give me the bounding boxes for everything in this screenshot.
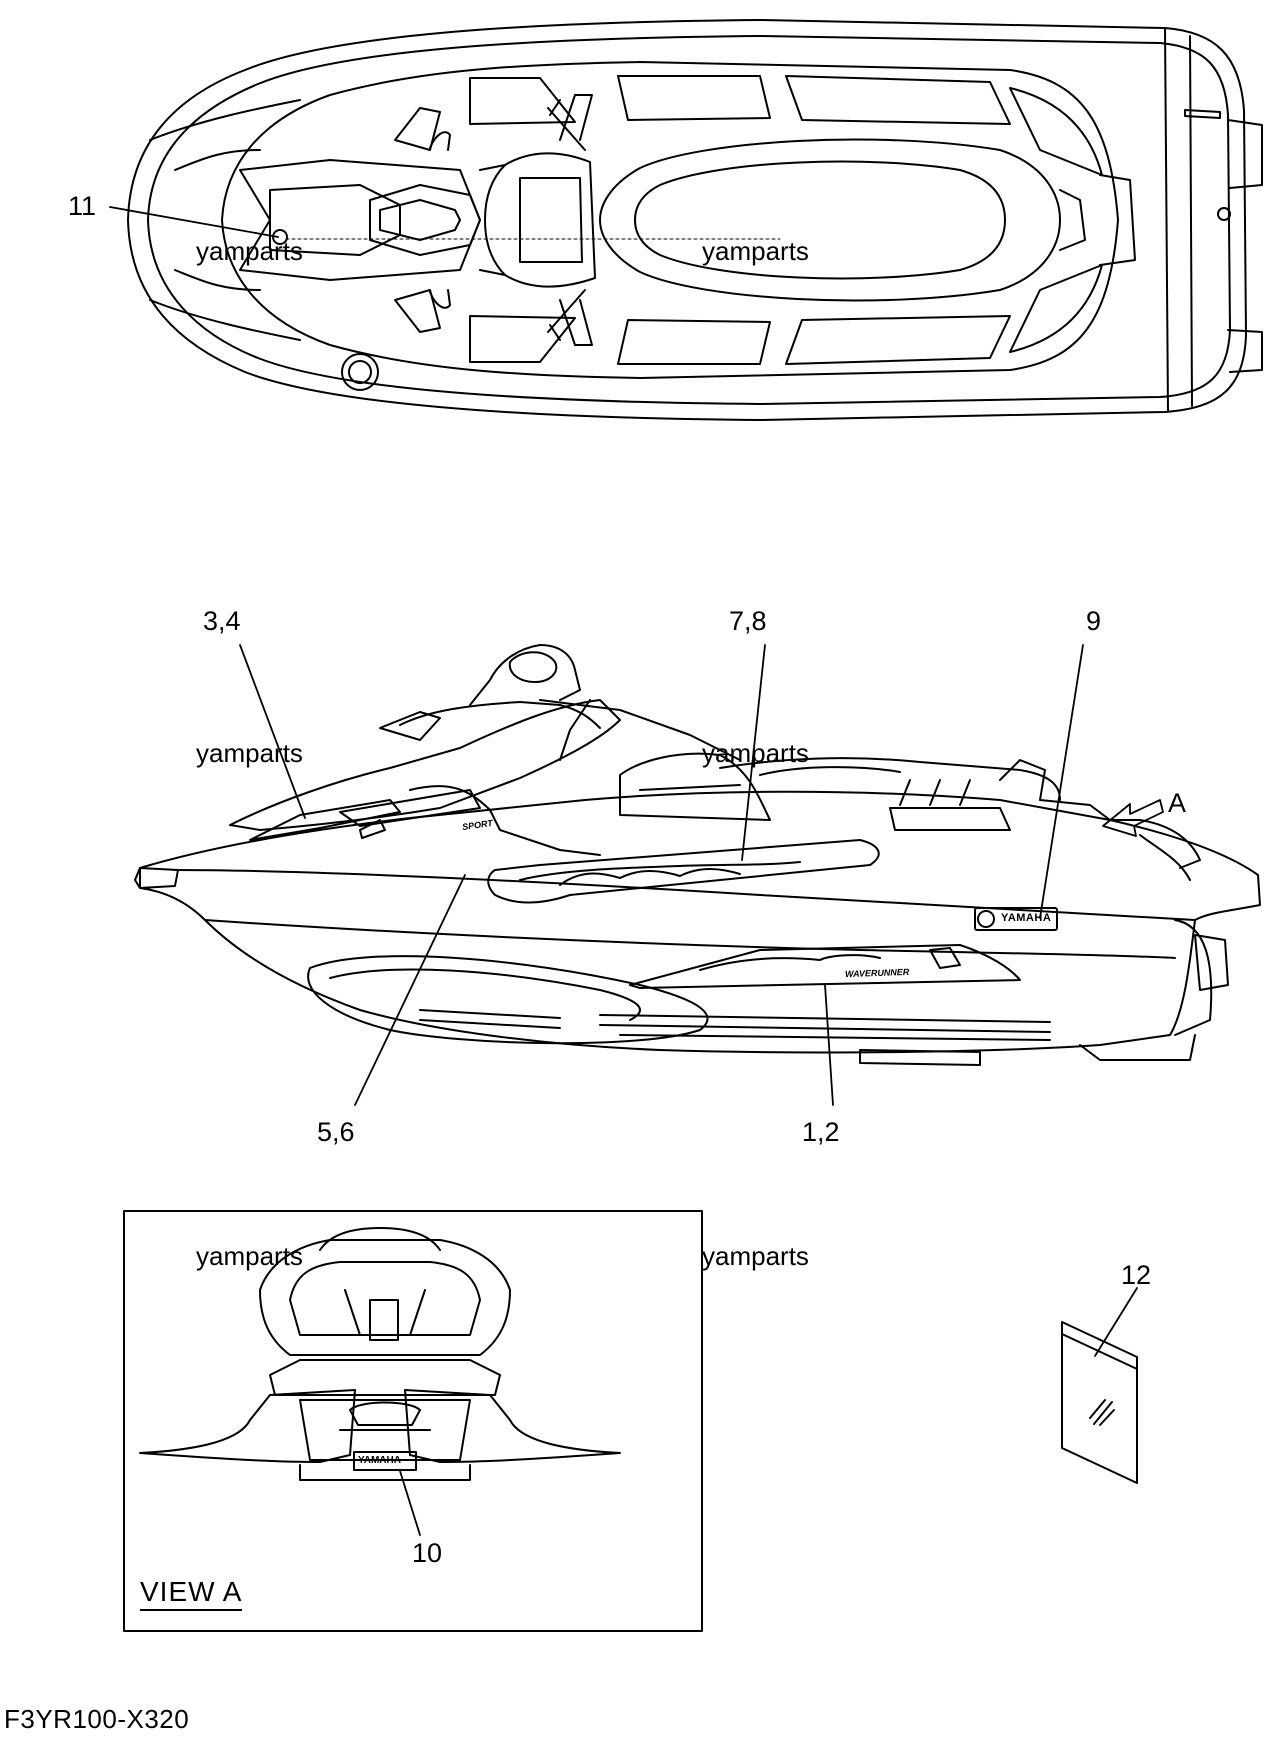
view-a-inset-frame xyxy=(123,1210,703,1632)
callout-11: 11 xyxy=(68,191,97,221)
callout-5-6: 5,6 xyxy=(317,1117,355,1147)
view-a-title: VIEW A xyxy=(140,1578,243,1611)
callout-9: 9 xyxy=(1086,606,1102,636)
callout-12: 12 xyxy=(1121,1260,1152,1290)
view-a-arrow-label: A xyxy=(1168,788,1187,818)
watermark: yamparts xyxy=(196,1241,303,1271)
figure-code: F3YR100-X320 xyxy=(4,1704,190,1734)
side-view-watercraft xyxy=(134,644,1261,1066)
watermark: yamparts xyxy=(702,236,809,266)
callout-7-8: 7,8 xyxy=(729,606,767,636)
watermark: yamparts xyxy=(702,1241,809,1271)
watermark: yamparts xyxy=(702,738,809,768)
sticker-12-drawing xyxy=(1061,1321,1138,1484)
watermark: yamparts xyxy=(196,236,303,266)
callout-3-4: 3,4 xyxy=(203,606,241,636)
yamaha-rear-decal-text: YAMAHA xyxy=(358,1455,401,1466)
top-view-watercraft xyxy=(127,19,1263,421)
watermark: yamparts xyxy=(196,738,303,768)
callout-10: 10 xyxy=(412,1538,443,1568)
yamaha-decal-text: YAMAHA xyxy=(1001,912,1052,924)
rear-view-watercraft xyxy=(139,1227,621,1481)
callout-1-2: 1,2 xyxy=(802,1117,840,1147)
